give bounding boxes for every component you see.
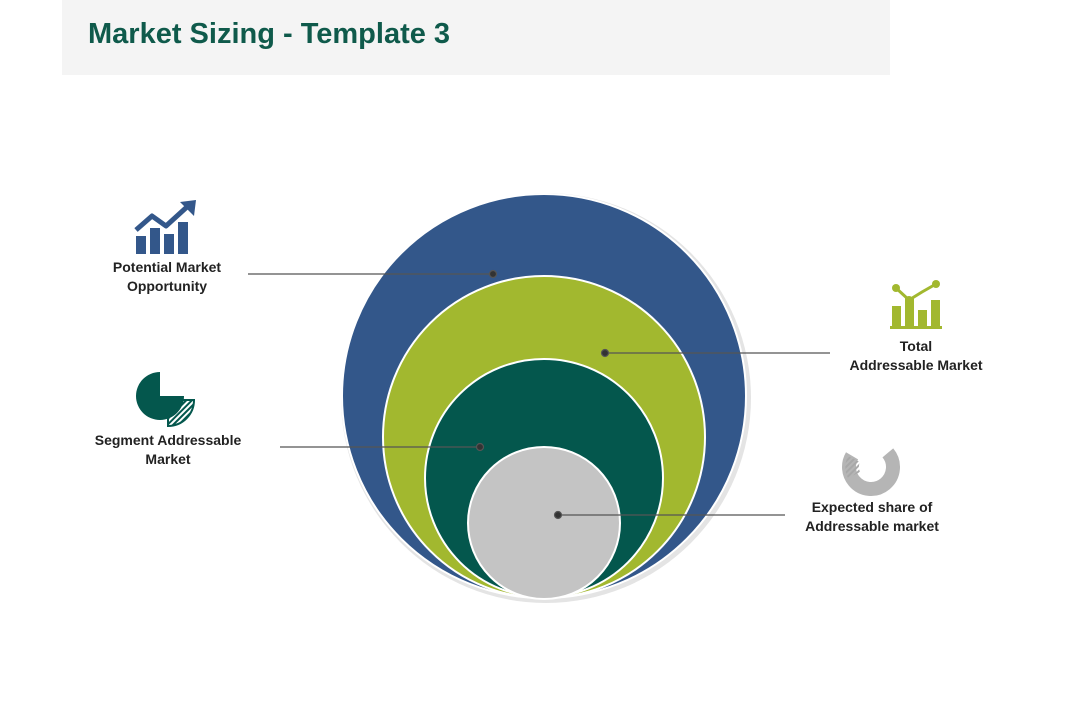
- expected-share-circle: [467, 446, 621, 600]
- potential-label-line1: Potential Market: [112, 259, 222, 275]
- potential-label-line2: Opportunity: [126, 278, 208, 294]
- potential-market-label: Potential Market Opportunity: [92, 258, 242, 296]
- growth-chart-icon: [134, 200, 196, 254]
- expected-label-line2: Addressable market: [805, 518, 939, 534]
- expected-leader-dot: [553, 510, 563, 520]
- expected-share-label: Expected share of Addressable market: [786, 498, 958, 536]
- segment-leader-dot: [475, 442, 485, 452]
- expected-label-line1: Expected share of: [811, 499, 933, 515]
- total-label-line1: Total: [899, 338, 933, 354]
- segment-label-line1: Segment Addressable: [94, 432, 242, 448]
- pie-chart-icon: [136, 372, 196, 428]
- donut-chart-icon: [842, 438, 900, 496]
- page-title: Market Sizing - Template 3: [88, 18, 451, 50]
- potential-leader-dot: [488, 269, 498, 279]
- total-label-line2: Addressable Market: [849, 357, 983, 373]
- total-leader-dot: [600, 348, 610, 358]
- segment-addressable-label: Segment Addressable Market: [78, 431, 258, 469]
- total-addressable-label: Total Addressable Market: [836, 337, 996, 375]
- title-bar: Market Sizing - Template 3: [62, 0, 890, 75]
- segment-label-line2: Market: [145, 451, 191, 467]
- line-bar-chart-icon: [890, 280, 942, 329]
